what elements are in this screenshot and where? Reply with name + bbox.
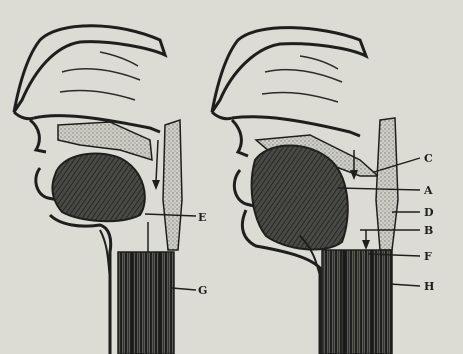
- right-trachea: [322, 250, 392, 354]
- label-B: B: [424, 224, 433, 237]
- left-nose: [14, 112, 34, 119]
- left-jaw: [50, 215, 111, 354]
- label-C: C: [424, 152, 433, 165]
- right-panel: C A D B F H: [212, 28, 434, 354]
- label-G: G: [198, 284, 207, 297]
- left-panel: E G: [14, 26, 207, 354]
- label-A: A: [423, 184, 433, 197]
- right-palate: [232, 117, 360, 136]
- left-pharynx-wall: [163, 120, 182, 250]
- left-upper-lip: [30, 120, 46, 152]
- left-trachea: [118, 252, 174, 354]
- label-E: E: [198, 211, 206, 224]
- label-F: F: [424, 250, 432, 263]
- label-H: H: [424, 280, 434, 293]
- label-D: D: [424, 206, 434, 219]
- left-tongue: [52, 153, 144, 221]
